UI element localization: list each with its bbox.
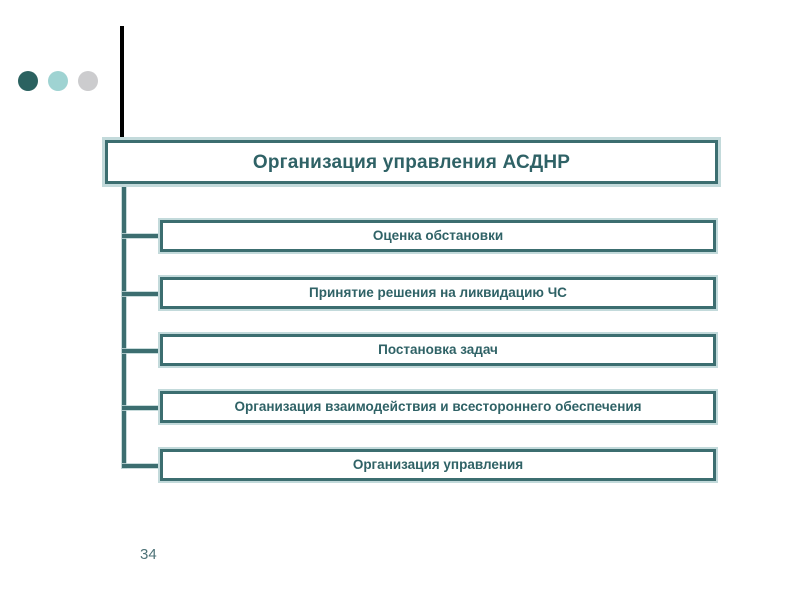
diagram-node-3-label: Постановка задач — [378, 342, 498, 358]
slide-number: 34 — [140, 546, 157, 563]
tree-branch-connector-3 — [122, 349, 162, 353]
diagram-node-3: Постановка задач — [158, 332, 718, 368]
diagram-node-2: Принятие решения на ликвидацию ЧС — [158, 275, 718, 311]
vertical-accent-bar — [120, 26, 124, 143]
tree-branch-connector-2 — [122, 292, 162, 296]
tree-trunk-connector — [122, 186, 126, 468]
diagram-node-4: Организация взаимодействия и всесторонне… — [158, 389, 718, 425]
decorative-dot-gray-icon — [78, 71, 98, 91]
diagram-node-2-label: Принятие решения на ликвидацию ЧС — [309, 285, 567, 301]
diagram-node-1: Оценка обстановки — [158, 218, 718, 254]
diagram-title-box: Организация управления АСДНР — [102, 137, 721, 187]
diagram-node-1-label: Оценка обстановки — [372, 228, 504, 244]
tree-branch-connector-1 — [122, 234, 162, 238]
diagram-title-label: Организация управления АСДНР — [252, 151, 571, 173]
diagram-node-5-label: Организация управления — [352, 457, 524, 473]
diagram-node-5: Организация управления — [158, 447, 718, 483]
tree-branch-connector-4 — [122, 406, 162, 410]
decorative-dot-dark-teal-icon — [18, 71, 38, 91]
tree-branch-connector-5 — [122, 464, 162, 468]
diagram-node-4-label: Организация взаимодействия и всесторонне… — [234, 399, 642, 415]
decorative-dot-light-teal-icon — [48, 71, 68, 91]
